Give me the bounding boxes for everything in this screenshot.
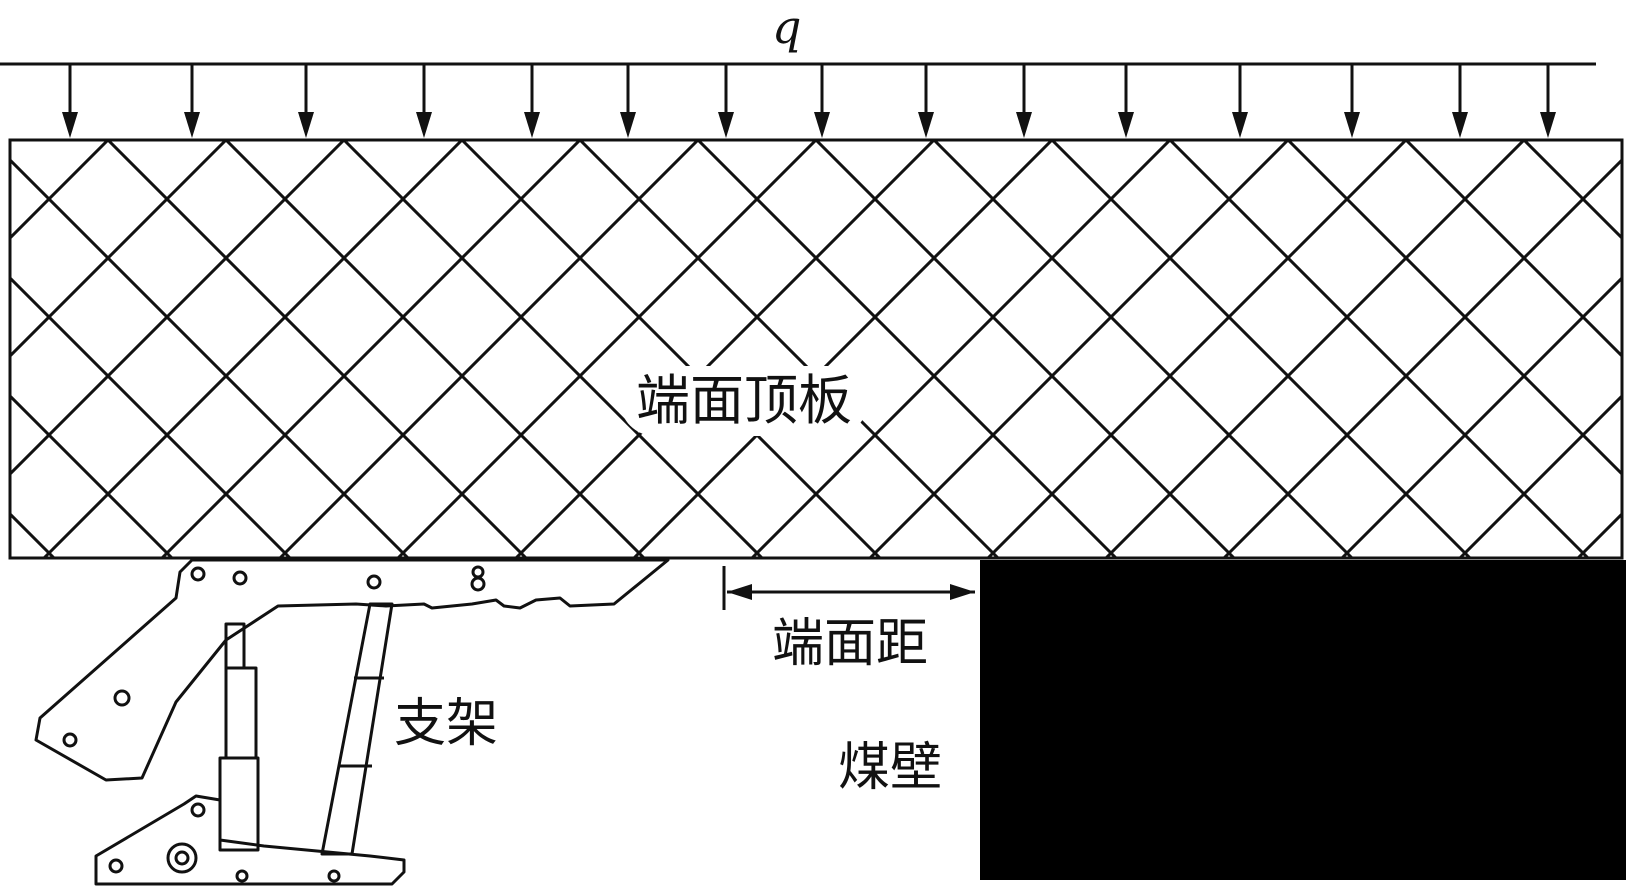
- tip-to-face-label: 端面距: [772, 614, 929, 674]
- support-base: [94, 794, 406, 886]
- load-arrowhead: [1232, 112, 1248, 138]
- load-arrowhead: [416, 112, 432, 138]
- load-arrowhead: [298, 112, 314, 138]
- support-canopy: [34, 558, 670, 782]
- load-arrowhead: [524, 112, 540, 138]
- load-arrowhead: [62, 112, 78, 138]
- support-label: 支架: [394, 694, 499, 754]
- support-cylinder-lower: [218, 756, 260, 852]
- load-arrowhead: [184, 112, 200, 138]
- tip-to-face-dimension: [722, 566, 975, 610]
- load-arrowhead: [620, 112, 636, 138]
- support-front-leg: [320, 602, 394, 856]
- roof-label: 端面顶板: [620, 366, 868, 436]
- load-label: q: [772, 0, 802, 54]
- roof-hatch: [10, 140, 1622, 558]
- coal-wall-label: 煤壁: [838, 738, 943, 798]
- load-arrowhead: [1344, 112, 1360, 138]
- load-arrowhead: [918, 112, 934, 138]
- load-arrowhead: [1540, 112, 1556, 138]
- hydraulic-support: [34, 558, 670, 886]
- load-arrowhead: [1118, 112, 1134, 138]
- load-arrowhead: [814, 112, 830, 138]
- coal-wall-block: [980, 560, 1626, 880]
- load-arrowhead: [1452, 112, 1468, 138]
- load-arrowhead: [718, 112, 734, 138]
- load-arrows: [62, 64, 1556, 138]
- support-cylinder-middle: [224, 666, 258, 760]
- roof-block: [8, 138, 1624, 560]
- load-arrowhead: [1016, 112, 1032, 138]
